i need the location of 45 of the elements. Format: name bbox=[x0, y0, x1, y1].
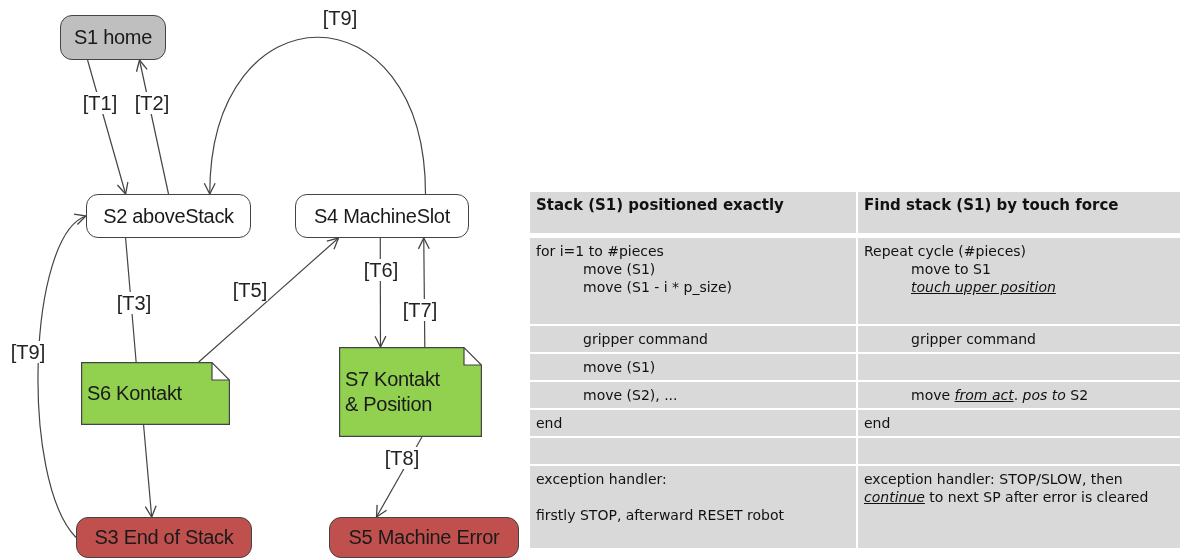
edge-label: [T1] bbox=[81, 92, 119, 114]
column-heading: Stack (S1) positioned exactly bbox=[536, 196, 785, 216]
state-label: S5 Machine Error bbox=[348, 525, 500, 550]
note-box bbox=[339, 347, 482, 437]
cell-text: move (S2), ... bbox=[582, 386, 679, 405]
column-heading: Find stack (S1) by touch force bbox=[864, 196, 1120, 216]
cell-text: move from act. pos to S2 bbox=[910, 386, 1090, 405]
state-label: S1 home bbox=[74, 25, 152, 50]
arrow bbox=[37, 215, 87, 539]
cell-text: exception handler: bbox=[536, 470, 668, 489]
state-box bbox=[86, 194, 251, 238]
cell-text: Repeat cycle (#pieces) bbox=[864, 242, 1027, 261]
cell-text: move to S1 bbox=[910, 260, 992, 279]
arrow bbox=[143, 424, 157, 518]
state-label: S7 Kontakt & Position bbox=[345, 367, 441, 417]
cell-text: for i=1 to #pieces bbox=[536, 242, 665, 261]
edge-label: [T9] bbox=[9, 341, 47, 363]
state-box bbox=[76, 517, 252, 558]
note-box bbox=[81, 362, 230, 425]
edge-label: [T6] bbox=[362, 259, 400, 281]
arrow bbox=[198, 237, 340, 363]
edge-label: [T3] bbox=[115, 292, 153, 314]
cell-text: end bbox=[536, 414, 564, 433]
cell-text: touch upper position bbox=[910, 278, 1057, 297]
cell-text: gripper command bbox=[910, 330, 1037, 349]
state-label: S3 End of Stack bbox=[94, 525, 234, 550]
cell-text: move (S1) bbox=[582, 260, 657, 279]
cell-text: end bbox=[864, 414, 892, 433]
cell-text: exception handler: STOP/SLOW, then continue to next SP after error is cleared bbox=[864, 470, 1150, 507]
cell-text: gripper command bbox=[582, 330, 709, 349]
edge-label: [T9] bbox=[321, 7, 359, 29]
cell-text: move (S1) bbox=[582, 358, 657, 377]
edge-label: [T5] bbox=[231, 279, 269, 301]
state-label: S6 Kontakt bbox=[87, 381, 182, 406]
edge-label: [T2] bbox=[133, 92, 171, 114]
cell-text: firstly STOP, afterward RESET robot bbox=[536, 506, 786, 525]
state-label: S2 aboveStack bbox=[103, 203, 234, 229]
state-label: S4 MachineSlot bbox=[314, 203, 450, 229]
state-box bbox=[60, 15, 166, 60]
arrow bbox=[204, 36, 427, 195]
state-box bbox=[295, 194, 469, 238]
edge-label: [T8] bbox=[383, 447, 421, 469]
state-box bbox=[329, 517, 519, 558]
cell-text: move (S1 - i * p_size) bbox=[582, 278, 734, 297]
edge-label: [T7] bbox=[401, 299, 439, 321]
